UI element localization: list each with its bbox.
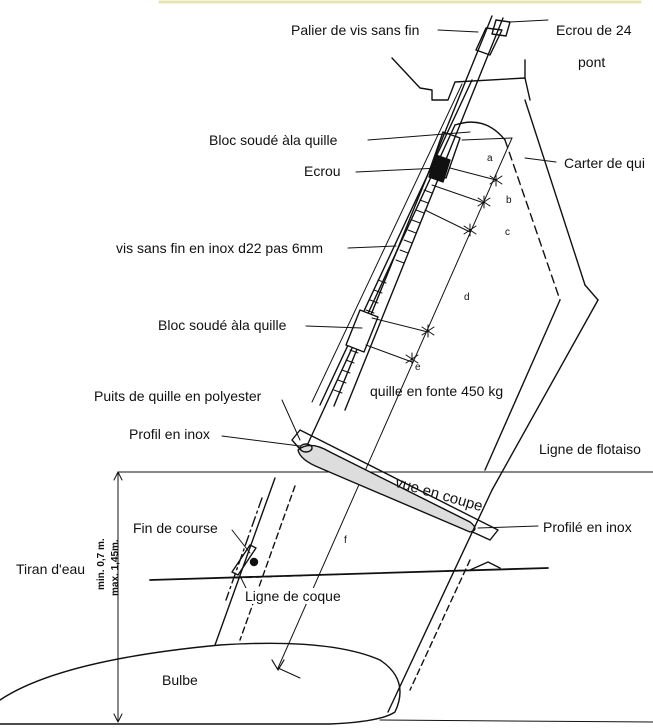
carter-right-corner xyxy=(584,284,599,301)
label-profile-inox: Profilé en inox xyxy=(541,519,634,535)
label-coque: Ligne de coque xyxy=(243,588,343,604)
screw-bearing xyxy=(475,27,503,56)
hull-inner-dashed xyxy=(235,569,471,579)
hull-fitting-right xyxy=(469,561,501,571)
label-bulbe: Bulbe xyxy=(162,672,198,688)
label-carter: Carter de qui xyxy=(562,155,647,171)
label-fin-course: Fin de course xyxy=(131,520,220,536)
draft-arrow-bottom xyxy=(113,713,123,723)
bottom-line xyxy=(379,719,653,723)
trunk-left-dashed xyxy=(239,485,296,641)
dim-f: f xyxy=(344,535,347,546)
label-vis: vis sans fin en inox d22 pas 6mm xyxy=(114,240,325,256)
ext-a-bottom xyxy=(449,167,497,181)
welded-block-bottom xyxy=(345,309,379,353)
carter-left-outer xyxy=(311,83,463,403)
label-tirant: Tiran d'eau xyxy=(14,561,88,577)
dimension-main-line xyxy=(277,137,513,669)
dim-b: b xyxy=(506,195,512,206)
dim-d: d xyxy=(464,292,470,303)
screw-shaft-right xyxy=(344,17,504,411)
label-palier: Palier de vis sans fin xyxy=(289,22,422,38)
dim-c: c xyxy=(505,227,510,238)
label-draft-min: min. 0,7 m. xyxy=(96,538,107,590)
label-profil-inox: Profil en inox xyxy=(127,426,212,442)
label-pont: pont xyxy=(576,54,608,70)
arrowhead-f xyxy=(271,659,285,671)
deck-line xyxy=(391,57,531,101)
label-bloc-haut: Bloc soudé àla quille xyxy=(207,132,340,148)
trunk-centerline xyxy=(225,497,263,601)
ext-e xyxy=(365,344,413,363)
trunk-left xyxy=(214,477,276,646)
bulb-shape xyxy=(0,642,401,725)
keel-plate-right-dashed xyxy=(504,139,561,301)
screw-thread-upper xyxy=(395,189,433,264)
end-stop-point xyxy=(249,557,259,567)
keel-top-curve xyxy=(454,121,506,141)
section-hatch-line xyxy=(329,451,471,523)
trunk-right-dashed xyxy=(409,559,471,691)
ext-b xyxy=(431,184,485,204)
end-stop-block xyxy=(231,544,257,576)
ext-f-end xyxy=(277,667,301,679)
ext-a-top xyxy=(461,137,513,141)
carter-bottom-right xyxy=(491,299,599,491)
keel-plate-left xyxy=(304,124,456,451)
label-puits: Puits de quille en polyester xyxy=(92,388,264,404)
leader-lines xyxy=(221,19,557,593)
keel-section-hatched xyxy=(297,444,476,533)
carter-right xyxy=(524,99,586,286)
ext-d xyxy=(371,317,429,333)
label-draft-max: max. 1,45m. xyxy=(110,539,121,596)
ext-c xyxy=(424,209,471,233)
dim-e: e xyxy=(415,362,421,373)
draft-arrow-top xyxy=(113,471,123,481)
label-bloc-bas: Bloc soudé àla quille xyxy=(156,317,289,333)
trunk-right xyxy=(387,489,493,713)
label-flottaison: Ligne de flotaiso xyxy=(537,441,643,457)
dimension-markers xyxy=(405,173,503,366)
label-ecrou: Ecrou xyxy=(302,163,343,179)
dim-a: a xyxy=(487,153,493,164)
welded-block-top xyxy=(428,131,461,179)
nut-24 xyxy=(491,19,511,37)
section-nose xyxy=(299,443,313,453)
label-quille: quille en fonte 450 kg xyxy=(370,383,504,399)
keel-plate-lower-right xyxy=(484,299,561,471)
label-ecrou-24: Ecrou de 24 xyxy=(554,22,634,38)
